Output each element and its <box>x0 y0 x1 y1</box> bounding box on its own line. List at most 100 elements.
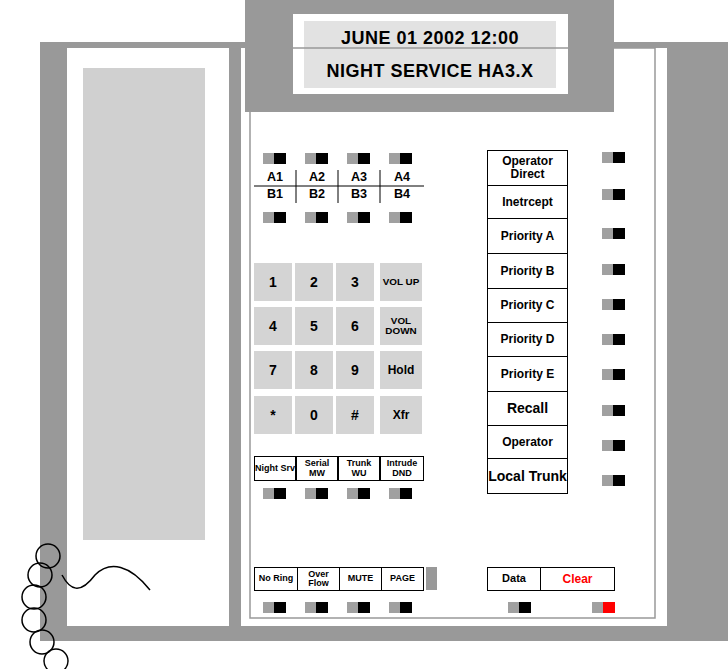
lamp <box>613 369 625 380</box>
lamp <box>305 602 316 613</box>
lamp <box>519 602 531 613</box>
key-label: B2 <box>296 187 338 203</box>
lamp <box>400 488 412 499</box>
key-text: Operator <box>502 436 553 449</box>
key-label: Recall <box>487 391 568 426</box>
face-panel <box>241 112 667 626</box>
lamp <box>613 440 625 451</box>
key-text: B3 <box>351 188 367 201</box>
key-label: Night Srv <box>254 456 296 481</box>
lamp <box>305 488 316 499</box>
key-button: VOL UP <box>380 263 422 301</box>
display-frame <box>293 14 568 94</box>
key-button: # <box>336 396 374 434</box>
lamp <box>274 212 286 223</box>
lamp <box>263 602 274 613</box>
key-text: A3 <box>351 171 367 184</box>
lamp <box>274 602 286 613</box>
lamp <box>400 153 412 164</box>
key-button: 8 <box>295 351 333 389</box>
key-text: Xfr <box>393 409 410 422</box>
ab-divider <box>338 170 339 203</box>
key-text: Intrude DND <box>381 459 423 478</box>
key-text: * <box>270 408 275 423</box>
ab-divider <box>296 170 297 203</box>
key-button: 7 <box>254 351 292 389</box>
lamp <box>305 212 316 223</box>
lamp <box>274 488 286 499</box>
lamp <box>389 488 400 499</box>
key-label: Operator <box>487 425 568 459</box>
lamp <box>508 602 519 613</box>
ab-divider <box>254 186 424 187</box>
lamp <box>347 602 358 613</box>
lamp <box>347 153 358 164</box>
key-text: 7 <box>269 363 277 378</box>
key-text: Operator Direct <box>488 155 567 180</box>
key-button: * <box>254 396 292 434</box>
lamp <box>592 602 603 613</box>
lamp <box>316 488 328 499</box>
key-text: VOL DOWN <box>380 316 422 337</box>
lamp <box>358 602 370 613</box>
key-text: MUTE <box>348 574 374 583</box>
key-button: 1 <box>254 263 292 301</box>
key-button: VOL DOWN <box>380 307 422 345</box>
lamp <box>603 602 615 613</box>
key-text: 9 <box>351 363 359 378</box>
lamp <box>316 212 328 223</box>
key-text: A4 <box>394 171 410 184</box>
key-label: Priority E <box>487 356 568 392</box>
face-panel <box>241 48 245 112</box>
key-text: Priority E <box>501 368 554 381</box>
lamp <box>389 602 400 613</box>
lamp <box>602 440 613 451</box>
key-text: Priority A <box>501 230 555 243</box>
key-label: Operator Direct <box>487 150 568 186</box>
lamp <box>602 264 613 275</box>
key-label: B3 <box>338 187 380 203</box>
key-text: Serial MW <box>297 459 337 478</box>
key-text: 6 <box>351 319 359 334</box>
face-border <box>250 48 655 618</box>
display-line: JUNE 01 2002 12:00 <box>341 29 519 48</box>
lamp <box>613 228 625 239</box>
key-text: Data <box>502 573 526 585</box>
lamp <box>613 189 625 200</box>
lamp <box>358 212 370 223</box>
key-label: Trunk WU <box>338 456 380 481</box>
key-label: Local Trunk <box>487 458 568 494</box>
key-text: No Ring <box>259 574 294 583</box>
lamp <box>358 488 370 499</box>
key-label: Priority A <box>487 218 568 254</box>
key-text: 1 <box>269 275 277 290</box>
key-label: Data <box>487 567 541 591</box>
lamp <box>613 152 625 163</box>
key-label: Serial MW <box>296 456 338 481</box>
lamp <box>602 228 613 239</box>
lamp <box>602 299 613 310</box>
lamp <box>347 488 358 499</box>
spacer-block <box>426 567 437 590</box>
key-label: B4 <box>380 187 424 203</box>
key-text: Clear <box>562 573 592 586</box>
lamp <box>613 264 625 275</box>
key-text: B1 <box>267 188 283 201</box>
lamp <box>613 299 625 310</box>
key-text: A2 <box>309 171 325 184</box>
display-screen <box>304 21 556 88</box>
key-text: 3 <box>351 275 359 290</box>
lamp <box>602 475 613 486</box>
ab-divider <box>380 170 381 203</box>
key-text: Recall <box>507 401 548 416</box>
lamp <box>389 212 400 223</box>
key-text: Priority D <box>500 333 554 346</box>
key-button: 9 <box>336 351 374 389</box>
key-text: 4 <box>269 319 277 334</box>
key-label: A1 <box>254 170 296 186</box>
key-label: B1 <box>254 187 296 203</box>
key-text: Priority B <box>500 265 554 278</box>
key-label: PAGE <box>381 567 424 591</box>
phone-body <box>40 42 728 641</box>
lamp <box>305 153 316 164</box>
